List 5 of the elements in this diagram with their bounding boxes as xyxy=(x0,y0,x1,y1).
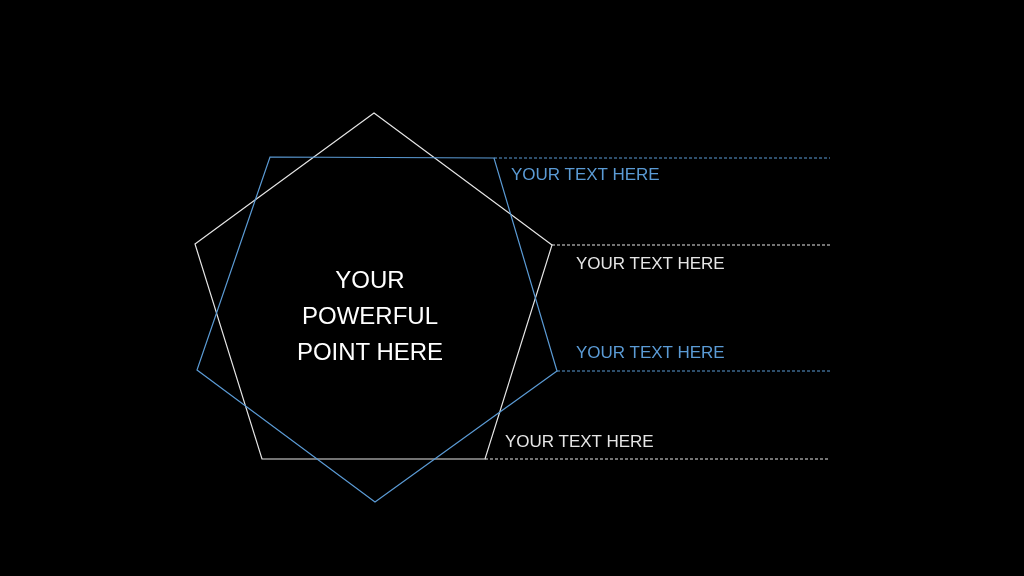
dashed-line xyxy=(556,370,831,372)
dashed-line xyxy=(484,458,831,460)
dashed-line xyxy=(493,157,831,159)
dashed-line xyxy=(551,244,831,246)
main-point-text: YOUR POWERFUL POINT HERE xyxy=(295,265,445,367)
